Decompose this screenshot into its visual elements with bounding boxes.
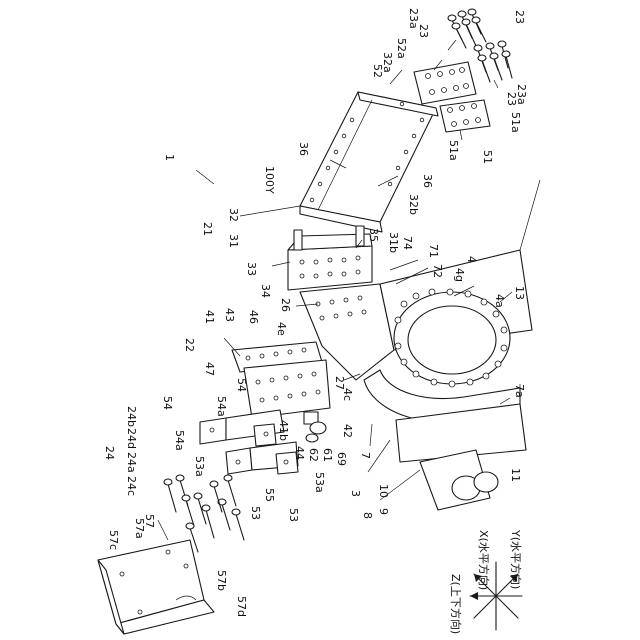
label-52a: 52a — [395, 38, 408, 59]
label-24: 24 — [103, 446, 116, 460]
label-32: 32 — [227, 208, 240, 222]
label-32b: 32b — [407, 194, 420, 215]
axis-z-label: Z(上下方向) — [449, 574, 463, 634]
label-4e: 4e — [275, 322, 288, 336]
label-21: 21 — [201, 222, 214, 236]
label-24d: 24d — [125, 428, 138, 449]
label-1: 1 — [163, 154, 176, 161]
label-7: 7 — [359, 452, 372, 459]
axis-y-label: Y(水平方向) — [509, 529, 523, 589]
label-41b: 41b — [277, 420, 290, 441]
label-7a: 7a — [513, 384, 526, 398]
label-35: 35 — [367, 228, 380, 242]
axis-indicator: Z(上下方向) X(水平方向) Y(水平方向) — [449, 529, 523, 634]
column-31 — [288, 226, 372, 290]
label-33: 33 — [245, 262, 258, 276]
label-8: 8 — [361, 512, 374, 519]
bracket-54 — [200, 410, 284, 446]
bolts-23-mid-group — [474, 41, 512, 82]
label-9: 9 — [377, 508, 390, 515]
label-4: 4 — [465, 256, 478, 263]
label-34: 34 — [259, 284, 272, 298]
label-54a-b: 54a — [173, 430, 186, 451]
label-26: 26 — [279, 298, 292, 312]
label-53a-b: 53a — [313, 472, 326, 493]
label-51a-left: 51a — [447, 140, 460, 161]
label-24a: 24a — [125, 452, 138, 473]
label-13: 13 — [513, 286, 526, 300]
plate-52 — [414, 62, 476, 104]
axis-x-label: X(水平方向) — [477, 530, 491, 590]
label-31b: 31b — [387, 232, 400, 253]
label-4c: 4c — [341, 388, 354, 401]
label-22: 22 — [183, 338, 196, 352]
label-51: 51 — [481, 150, 494, 164]
label-55: 55 — [263, 488, 276, 502]
label-53a-a: 53a — [193, 456, 206, 477]
label-4a: 4a — [493, 294, 506, 308]
bolts-23-top-group — [448, 9, 486, 48]
label-51a-right: 51a — [509, 112, 522, 133]
label-52: 52 — [371, 64, 384, 78]
label-72: 72 — [431, 264, 444, 278]
label-100y: 100Y — [263, 166, 276, 194]
label-23-top1: 23 — [417, 24, 430, 38]
label-74: 74 — [401, 236, 414, 250]
label-3: 3 — [349, 490, 362, 497]
label-36-b: 36 — [421, 174, 434, 188]
label-41: 41 — [203, 310, 216, 324]
label-44: 44 — [293, 446, 306, 460]
label-57c: 57c — [107, 530, 120, 550]
label-47: 47 — [203, 362, 216, 376]
label-69: 69 — [335, 452, 348, 466]
label-53-a: 53 — [249, 506, 262, 520]
label-10: 10 — [377, 484, 390, 498]
bracket-53 — [226, 442, 298, 474]
label-36-a: 36 — [297, 142, 310, 156]
label-46: 46 — [247, 310, 260, 324]
label-24c: 24c — [125, 476, 138, 496]
label-71: 71 — [427, 244, 440, 258]
cover-57 — [98, 540, 214, 634]
plate-51 — [440, 100, 490, 132]
label-42: 42 — [341, 424, 354, 438]
label-57b: 57b — [215, 570, 228, 591]
label-23a-mid: 23a — [515, 84, 528, 105]
label-4g: 4g — [453, 268, 466, 282]
label-57d: 57d — [235, 596, 248, 617]
label-11: 11 — [509, 468, 522, 482]
motor-9 — [420, 450, 498, 510]
label-54a-a: 54a — [215, 396, 228, 417]
label-61: 61 — [321, 448, 334, 462]
label-31: 31 — [227, 234, 240, 248]
label-54-b: 54 — [161, 396, 174, 410]
label-43: 43 — [223, 308, 236, 322]
screws-24 — [164, 475, 244, 552]
z-arrow-head — [470, 592, 478, 600]
gear-parts-61-62 — [304, 412, 326, 442]
label-23-top2: 23 — [513, 10, 526, 24]
label-57: 57 — [143, 514, 156, 528]
label-24b: 24b — [125, 406, 138, 427]
label-53-b: 53 — [287, 508, 300, 522]
label-62: 62 — [307, 448, 320, 462]
label-54-a: 54 — [235, 378, 248, 392]
